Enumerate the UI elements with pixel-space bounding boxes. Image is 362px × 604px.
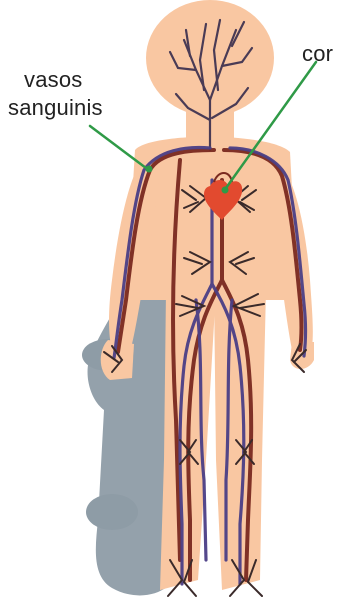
- label-vasos-sanguinis-line1: vasos: [24, 68, 82, 92]
- vasos-leader-dot: [146, 166, 153, 173]
- label-cor: cor: [302, 42, 333, 66]
- label-vasos-sanguinis-line2: sanguinis: [8, 96, 103, 120]
- vasos-leader-line: [90, 126, 146, 168]
- heart-leader-dot: [222, 187, 229, 194]
